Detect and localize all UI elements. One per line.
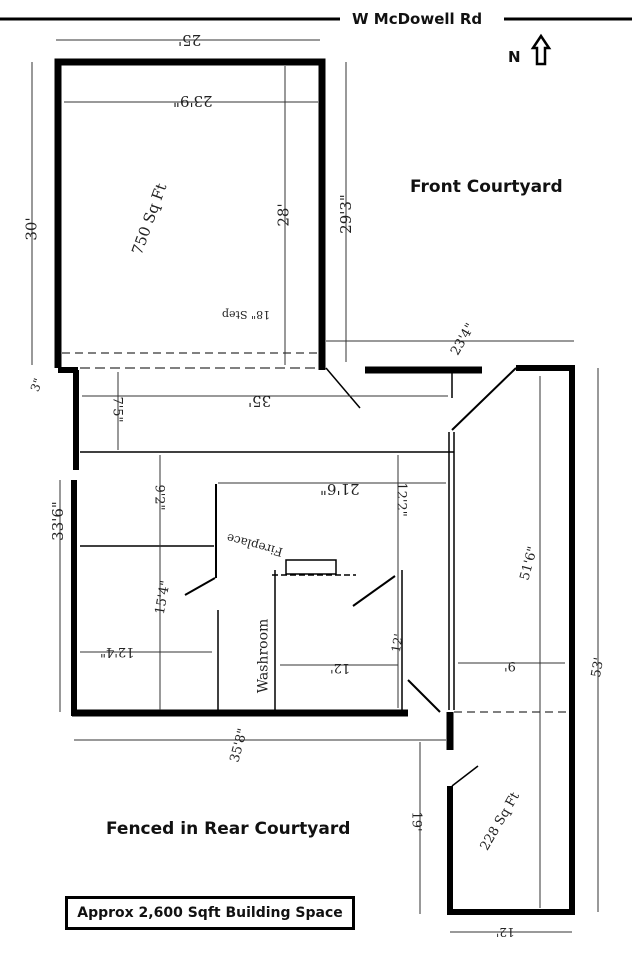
north-arrow-icon <box>530 33 552 66</box>
main-building-walls <box>58 366 517 750</box>
side-corridor-walls <box>447 365 575 915</box>
road-name: W McDowell Rd <box>352 10 483 28</box>
dim-room-a-depth: 9'2" <box>151 484 167 511</box>
dim-hall-width: 35' <box>248 392 272 410</box>
north-label: N <box>508 48 521 66</box>
washroom-label: Washroom <box>255 618 272 694</box>
dim-left-height: 30' <box>22 217 41 241</box>
dim-side-bottom-width: 12' <box>496 925 515 939</box>
total-area-box: Approx 2,600 Sqft Building Space <box>65 896 355 930</box>
dim-main-width: 21'6" <box>320 480 360 498</box>
dimension-lines <box>31 39 599 933</box>
front-room-walls <box>54 58 326 370</box>
total-area-text: Approx 2,600 Sqft Building Space <box>77 905 343 921</box>
dim-right-height: 29'3" <box>336 194 355 234</box>
dim-right-room-depth: 12'2" <box>393 482 409 517</box>
dim-inner-height: 28' <box>274 203 293 227</box>
front-courtyard-label: Front Courtyard <box>410 177 563 197</box>
dim-hall-depth: 7'5" <box>109 396 125 423</box>
dim-top-width: 25' <box>178 31 202 49</box>
dim-right-room-width: 12' <box>330 660 351 675</box>
dim-rear-side-height: 19' <box>408 811 424 832</box>
dim-rear-left-height: 33'6" <box>48 501 67 541</box>
dim-inner-width: 23'9" <box>173 92 213 110</box>
rear-courtyard-label: Fenced in Rear Courtyard <box>106 819 351 839</box>
dim-side-corridor-width: 9' <box>504 658 516 673</box>
step-label: 18" Step <box>222 308 271 321</box>
dim-left-room-width: 12'4" <box>100 644 135 659</box>
